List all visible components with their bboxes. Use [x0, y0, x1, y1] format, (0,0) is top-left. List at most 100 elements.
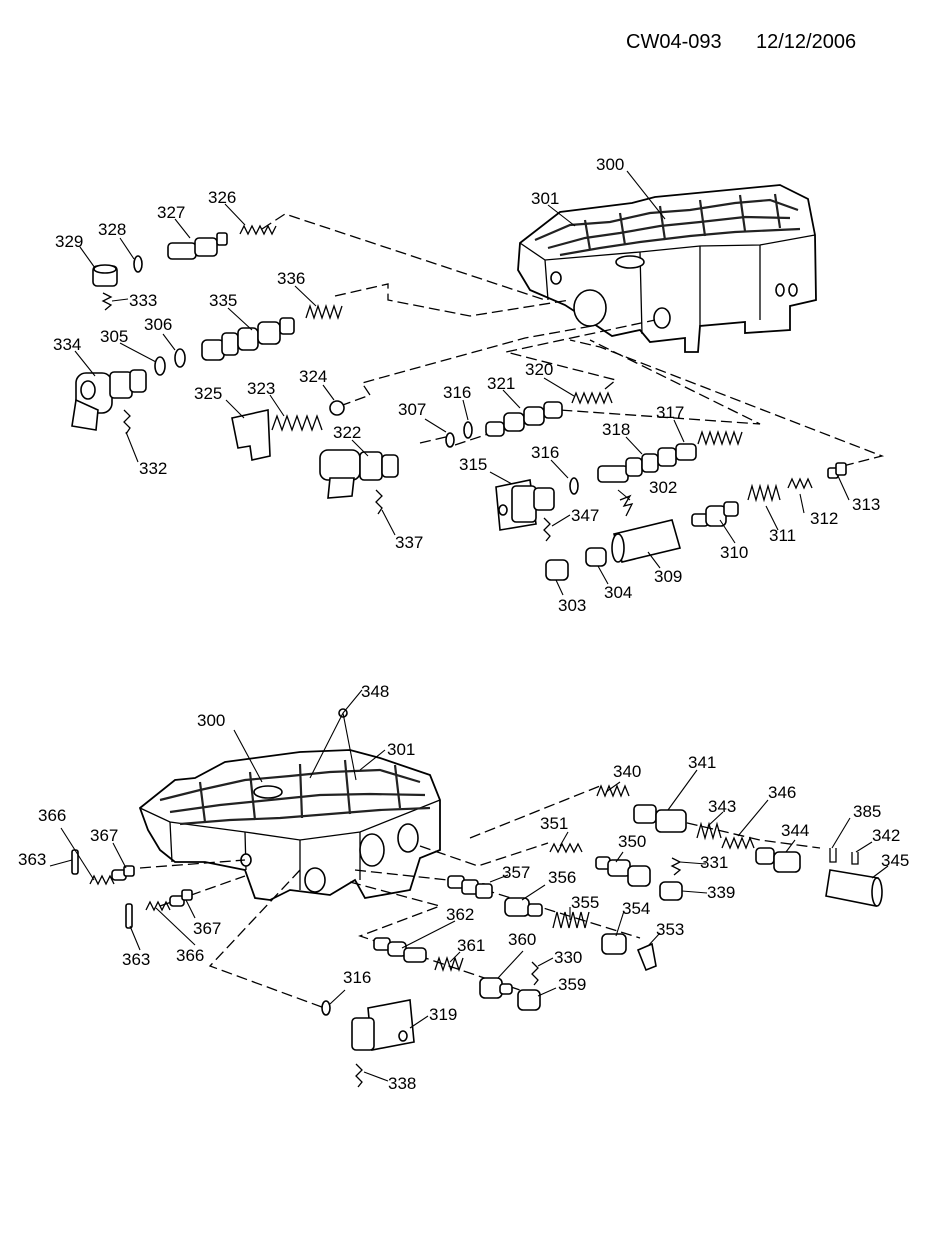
- part-354-plug: [601, 933, 627, 955]
- part-316-ring-b: [569, 477, 579, 495]
- part-366-spring-b: [145, 900, 171, 912]
- part-313-plug: [827, 462, 847, 479]
- part-321-valve: [485, 401, 563, 437]
- callout-342: 342: [872, 826, 900, 845]
- callout-310: 310: [720, 543, 748, 562]
- callout-336: 336: [277, 269, 305, 288]
- part-351-spring: [549, 842, 583, 854]
- part-303-plug: [545, 559, 569, 581]
- part-320-spring: [571, 391, 613, 405]
- callout-315: 315: [459, 455, 487, 474]
- part-327-valve: [167, 232, 228, 260]
- callout-306: 306: [144, 315, 172, 334]
- callout-351: 351: [540, 814, 568, 833]
- part-319-solenoid: [351, 999, 415, 1051]
- callout-344: 344: [781, 821, 809, 840]
- part-335-valve: [201, 317, 295, 361]
- callout-320: 320: [525, 360, 553, 379]
- part-326-spring: [239, 224, 277, 236]
- part-328-ring: [133, 255, 143, 273]
- callout-345: 345: [881, 851, 909, 870]
- callout-300: 300: [596, 155, 624, 174]
- callout-316-mid: 316: [531, 443, 559, 462]
- callout-318: 318: [602, 420, 630, 439]
- part-306-ring: [174, 348, 186, 368]
- callout-350: 350: [618, 832, 646, 851]
- callout-367-lower: 367: [193, 919, 221, 938]
- part-325-plate: [231, 409, 271, 461]
- callout-343: 343: [708, 797, 736, 816]
- part-338-clip: [355, 1063, 363, 1088]
- callout-362: 362: [446, 905, 474, 924]
- callout-337: 337: [395, 533, 423, 552]
- part-342-clip: [851, 852, 859, 865]
- leader-lines: [49, 170, 889, 1082]
- callout-348: 348: [361, 682, 389, 701]
- part-332-clip: [123, 409, 131, 435]
- doc-code: CW04-093: [626, 31, 722, 53]
- callout-354: 354: [622, 899, 650, 918]
- part-323-spring: [271, 414, 323, 432]
- callout-304: 304: [604, 583, 632, 602]
- part-324-ball: [329, 400, 345, 416]
- callout-313: 313: [852, 495, 880, 514]
- callout-353: 353: [656, 920, 684, 939]
- part-359-plug: [517, 989, 541, 1011]
- part-347-clip: [543, 517, 551, 542]
- callout-301-lower: 301: [387, 740, 415, 759]
- callout-311: 311: [769, 526, 796, 545]
- part-343-spring: [696, 821, 722, 841]
- part-317-spring: [697, 429, 743, 447]
- callout-338: 338: [388, 1074, 416, 1093]
- part-305-ring: [154, 356, 166, 376]
- part-316-ring-a: [463, 421, 473, 439]
- part-360-plug: [479, 977, 513, 999]
- part-367-valve-a: [111, 865, 135, 881]
- part-340-spring: [596, 784, 630, 798]
- part-367-valve-b: [169, 889, 193, 907]
- callout-346: 346: [768, 783, 796, 802]
- part-353-plate: [636, 942, 657, 972]
- callout-333: 333: [129, 291, 157, 310]
- part-385-clip: [829, 848, 837, 863]
- callout-367-upper: 367: [90, 826, 118, 845]
- callout-357: 357: [502, 863, 530, 882]
- callout-366-upper: 366: [38, 806, 66, 825]
- part-363-pin-b: [125, 903, 133, 929]
- callout-360: 360: [508, 930, 536, 949]
- callout-327: 327: [157, 203, 185, 222]
- callout-302: 302: [649, 478, 677, 497]
- part-329-plug: [92, 264, 118, 287]
- callout-341: 341: [688, 753, 716, 772]
- callout-326: 326: [208, 188, 236, 207]
- callout-309: 309: [654, 567, 682, 586]
- callout-303: 303: [558, 596, 586, 615]
- part-311-spring: [747, 483, 781, 503]
- part-366-spring-a: [89, 874, 115, 886]
- part-337-clip: [375, 489, 383, 515]
- callout-330: 330: [554, 948, 582, 967]
- valve-body-top: [517, 184, 817, 353]
- part-322-solenoid: [319, 449, 399, 499]
- callout-labels: 300 301 326 327 328 329 333 336 335 306 …: [18, 155, 909, 1093]
- callout-334: 334: [53, 335, 81, 354]
- part-312-spring: [787, 477, 813, 490]
- part-309-sleeve: [611, 519, 681, 563]
- part-318-valve: [597, 443, 697, 483]
- part-339-plug: [659, 881, 683, 901]
- callout-325: 325: [194, 384, 222, 403]
- part-307-ring: [445, 432, 455, 448]
- part-361-spring: [434, 955, 464, 973]
- part-341-valve: [633, 804, 687, 833]
- callout-322: 322: [333, 423, 361, 442]
- part-302-clip: [619, 494, 634, 517]
- callout-355: 355: [571, 893, 599, 912]
- part-304-plug: [585, 547, 607, 567]
- part-346-spring: [721, 836, 755, 850]
- part-355-spring: [552, 911, 590, 929]
- part-334-solenoid: [71, 369, 147, 431]
- part-333-clip: [101, 292, 113, 311]
- callout-328: 328: [98, 220, 126, 239]
- callout-323: 323: [247, 379, 275, 398]
- callout-347: 347: [571, 506, 599, 525]
